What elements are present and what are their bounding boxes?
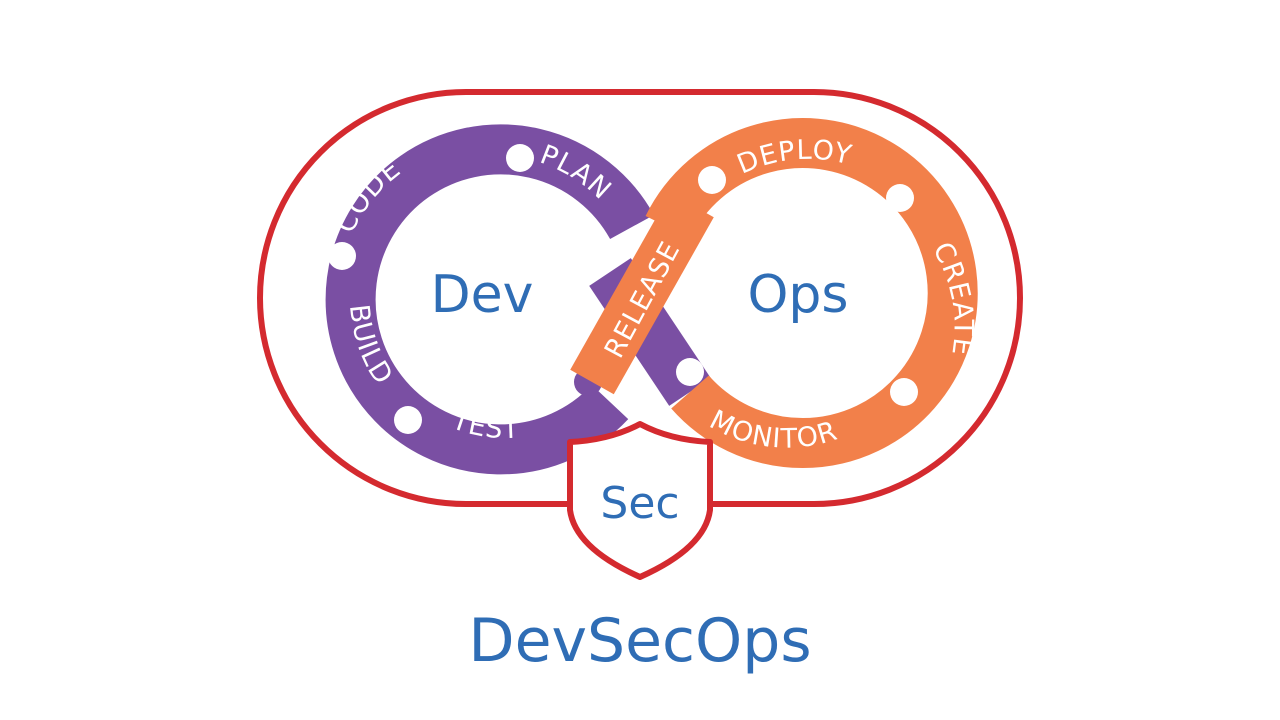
- dev-label: Dev: [431, 265, 534, 325]
- shield-icon: [567, 421, 713, 580]
- ops-loop: [570, 118, 978, 468]
- sec-label: Sec: [600, 478, 679, 529]
- ops-label: Ops: [747, 265, 848, 325]
- diagram-title: DevSecOps: [468, 606, 812, 676]
